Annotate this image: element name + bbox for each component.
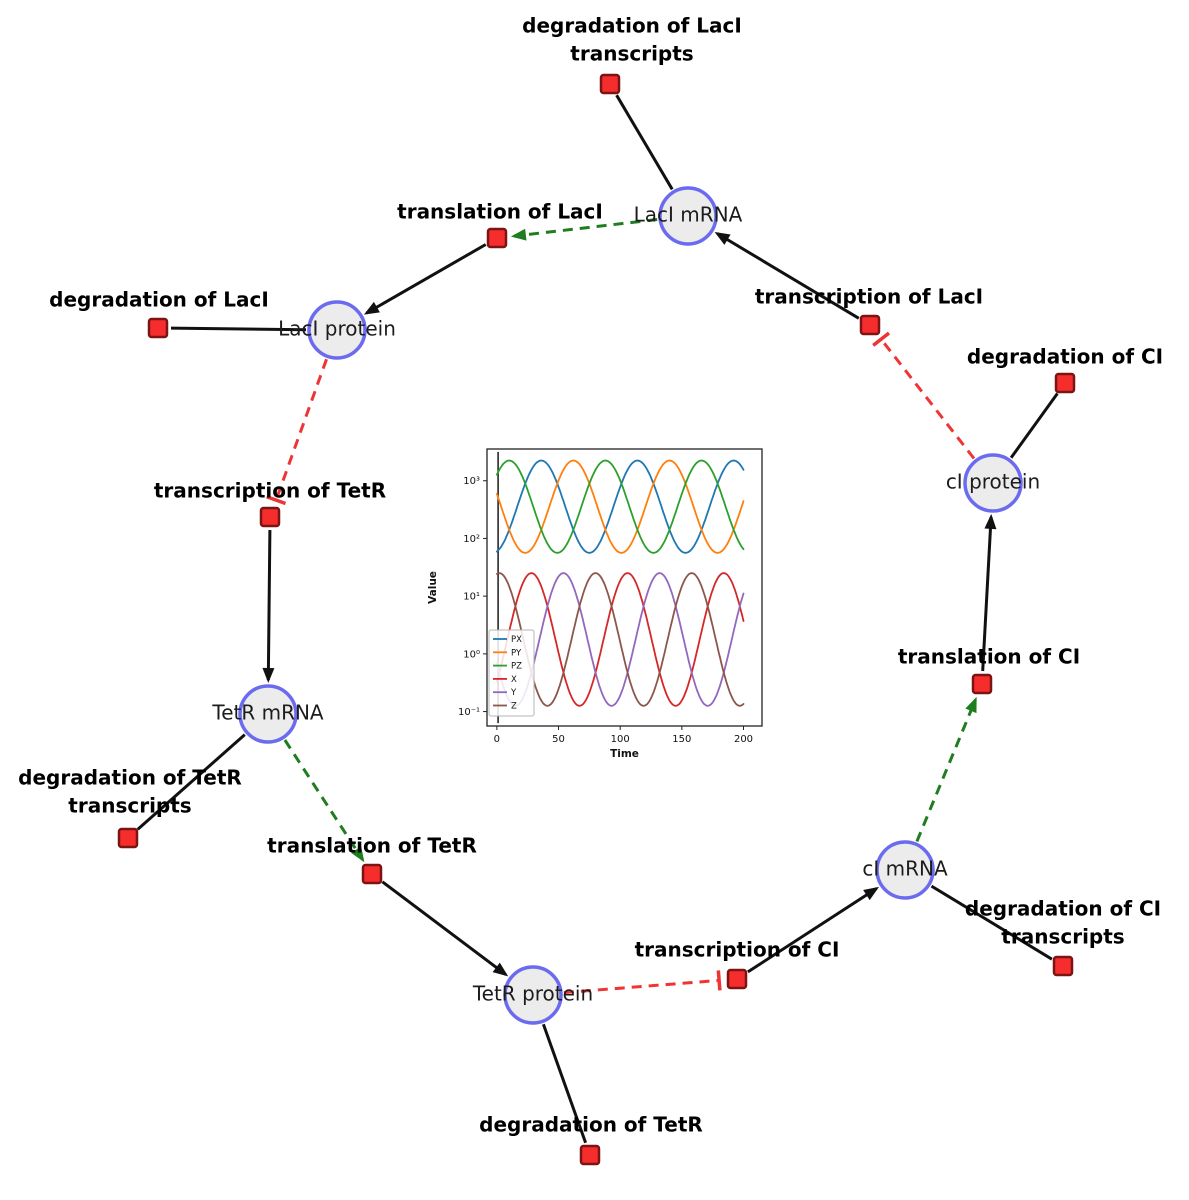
legend-label-Y: Y xyxy=(510,688,517,698)
series-PX-line xyxy=(496,459,745,554)
reaction-label-deg-ci-tx: degradation of CI transcripts xyxy=(965,897,1161,949)
reaction-label-deg-laci-tx: degradation of LacI transcripts xyxy=(522,14,742,66)
svg-text:10²: 10² xyxy=(463,534,480,545)
series-Y-line xyxy=(496,572,745,707)
edge-tetr-protein-to-deg-tetr-consumption xyxy=(541,1023,588,1144)
svg-text:degradation of CI: degradation of CI xyxy=(967,345,1163,369)
species-label-laci-protein: LacI protein xyxy=(278,317,396,341)
legend-label-X: X xyxy=(511,675,517,685)
series-Z-line xyxy=(496,572,745,707)
legend-label-PX: PX xyxy=(511,635,522,645)
reaction-label-translation-tetr: translation of TetR xyxy=(267,834,477,858)
edge-translation-laci-to-laci-protein-production xyxy=(363,243,487,315)
species-node-laci-mrna[interactable]: LacI mRNA xyxy=(634,186,743,246)
reaction-node-transcription-tetr[interactable] xyxy=(259,506,281,528)
svg-text:150: 150 xyxy=(672,734,691,745)
species-label-ci-mrna: cI mRNA xyxy=(862,857,948,881)
edge-transcription-laci-to-laci-mrna-production xyxy=(714,231,860,320)
svg-text:transcription of TetR: transcription of TetR xyxy=(154,479,386,503)
edge-tetr-mrna-to-translation-tetr-modifier xyxy=(283,739,365,863)
reaction-label-translation-ci: translation of CI xyxy=(898,645,1080,669)
species-label-ci-protein: cI protein xyxy=(946,470,1040,494)
svg-text:translation of CI: translation of CI xyxy=(898,645,1080,669)
legend-label-Z: Z xyxy=(511,702,517,712)
svg-text:translation of LacI: translation of LacI xyxy=(397,200,603,224)
edge-laci-mrna-to-translation-laci-modifier xyxy=(510,218,658,241)
edge-tetr-protein-to-transcription-ci-inhibition xyxy=(563,970,722,995)
svg-text:50: 50 xyxy=(552,734,565,745)
edge-ci-mrna-to-translation-ci-modifier xyxy=(915,696,977,842)
reaction-node-deg-ci[interactable] xyxy=(1054,372,1076,394)
reaction-label-transcription-ci: transcription of CI xyxy=(635,938,840,962)
edge-transcription-tetr-to-tetr-mrna-production xyxy=(262,529,275,683)
species-label-laci-mrna: LacI mRNA xyxy=(634,203,743,227)
svg-text:transcripts: transcripts xyxy=(570,42,693,66)
species-node-tetr-mrna[interactable]: TetR mRNA xyxy=(211,684,324,744)
y-axis-label: Value xyxy=(427,571,439,604)
plot-frame xyxy=(486,448,763,727)
reaction-node-transcription-ci[interactable] xyxy=(726,968,748,990)
svg-text:100: 100 xyxy=(611,734,630,745)
species-node-ci-protein[interactable]: cI protein xyxy=(946,453,1040,513)
svg-text:degradation of LacI: degradation of LacI xyxy=(49,288,269,312)
species-node-ci-mrna[interactable]: cI mRNA xyxy=(862,840,948,900)
svg-text:transcripts: transcripts xyxy=(68,794,191,818)
svg-text:transcripts: transcripts xyxy=(1001,925,1124,949)
svg-text:10⁻¹: 10⁻¹ xyxy=(458,707,480,718)
axis-ticks: 10⁻¹ 10⁰ 10¹ 10² 10³ 0 50 100 150 200 xyxy=(458,476,753,745)
edge-translation-tetr-to-tetr-protein-production xyxy=(381,880,509,977)
series-PY-line xyxy=(496,459,745,554)
reaction-node-deg-tetr-tx[interactable] xyxy=(117,827,139,849)
reaction-label-translation-laci: translation of LacI xyxy=(397,200,603,224)
svg-text:10¹: 10¹ xyxy=(463,592,480,603)
svg-text:transcription of CI: transcription of CI xyxy=(635,938,840,962)
species-node-laci-protein[interactable]: LacI protein xyxy=(278,300,396,360)
species-label-tetr-mrna: TetR mRNA xyxy=(211,701,324,725)
reaction-label-transcription-laci: transcription of LacI xyxy=(755,285,983,309)
reaction-label-deg-tetr-tx: degradation of TetR transcripts xyxy=(18,766,242,818)
reaction-label-deg-laci: degradation of LacI xyxy=(49,288,269,312)
reaction-label-deg-ci: degradation of CI xyxy=(967,345,1163,369)
legend: PX PY PZ XYZ xyxy=(488,629,535,717)
reaction-node-deg-tetr[interactable] xyxy=(579,1144,601,1166)
x-axis-label: Time xyxy=(610,748,639,760)
edge-laci-mrna-to-deg-laci-tx-consumption xyxy=(615,94,674,191)
legend-label-PZ: PZ xyxy=(511,662,522,672)
edge-laci-protein-to-transcription-tetr-inhibition xyxy=(266,358,328,506)
reaction-node-transcription-laci[interactable] xyxy=(859,314,881,336)
legend-label-PY: PY xyxy=(511,648,522,658)
reaction-label-transcription-tetr: transcription of TetR xyxy=(154,479,386,503)
edge-ci-protein-to-transcription-laci-inhibition xyxy=(872,331,976,460)
series-PZ-line xyxy=(496,459,745,554)
svg-text:degradation of TetR: degradation of TetR xyxy=(479,1113,703,1137)
reaction-label-deg-tetr: degradation of TetR xyxy=(479,1113,703,1137)
svg-text:10³: 10³ xyxy=(463,476,480,487)
species-label-tetr-protein: TetR protein xyxy=(472,982,593,1006)
svg-text:0: 0 xyxy=(494,734,500,745)
svg-text:200: 200 xyxy=(734,734,753,745)
reaction-node-deg-laci[interactable] xyxy=(147,317,169,339)
edge-translation-ci-to-ci-protein-production xyxy=(981,513,997,672)
reaction-node-translation-ci[interactable] xyxy=(971,673,993,695)
svg-text:translation of TetR: translation of TetR xyxy=(267,834,477,858)
svg-text:degradation of TetR: degradation of TetR xyxy=(18,766,242,790)
reaction-node-translation-tetr[interactable] xyxy=(361,863,383,885)
svg-text:degradation of CI: degradation of CI xyxy=(965,897,1161,921)
svg-text:10⁰: 10⁰ xyxy=(463,649,480,660)
reaction-node-translation-laci[interactable] xyxy=(486,227,508,249)
reaction-node-deg-ci-tx[interactable] xyxy=(1052,955,1074,977)
edge-transcription-ci-to-ci-mrna-production xyxy=(747,886,880,974)
edge-tetr-mrna-to-deg-tetr-tx-consumption xyxy=(136,733,246,831)
series-X-line xyxy=(496,572,745,707)
svg-text:degradation of LacI: degradation of LacI xyxy=(522,14,742,38)
reaction-node-deg-laci-tx[interactable] xyxy=(599,73,621,95)
edge-ci-protein-to-deg-ci-consumption xyxy=(1009,392,1059,459)
svg-text:transcription of LacI: transcription of LacI xyxy=(755,285,983,309)
edge-ci-mrna-to-deg-ci-tx-consumption xyxy=(930,884,1053,961)
species-node-tetr-protein[interactable]: TetR protein xyxy=(472,965,593,1025)
edge-laci-protein-to-deg-laci-consumption xyxy=(170,326,307,332)
